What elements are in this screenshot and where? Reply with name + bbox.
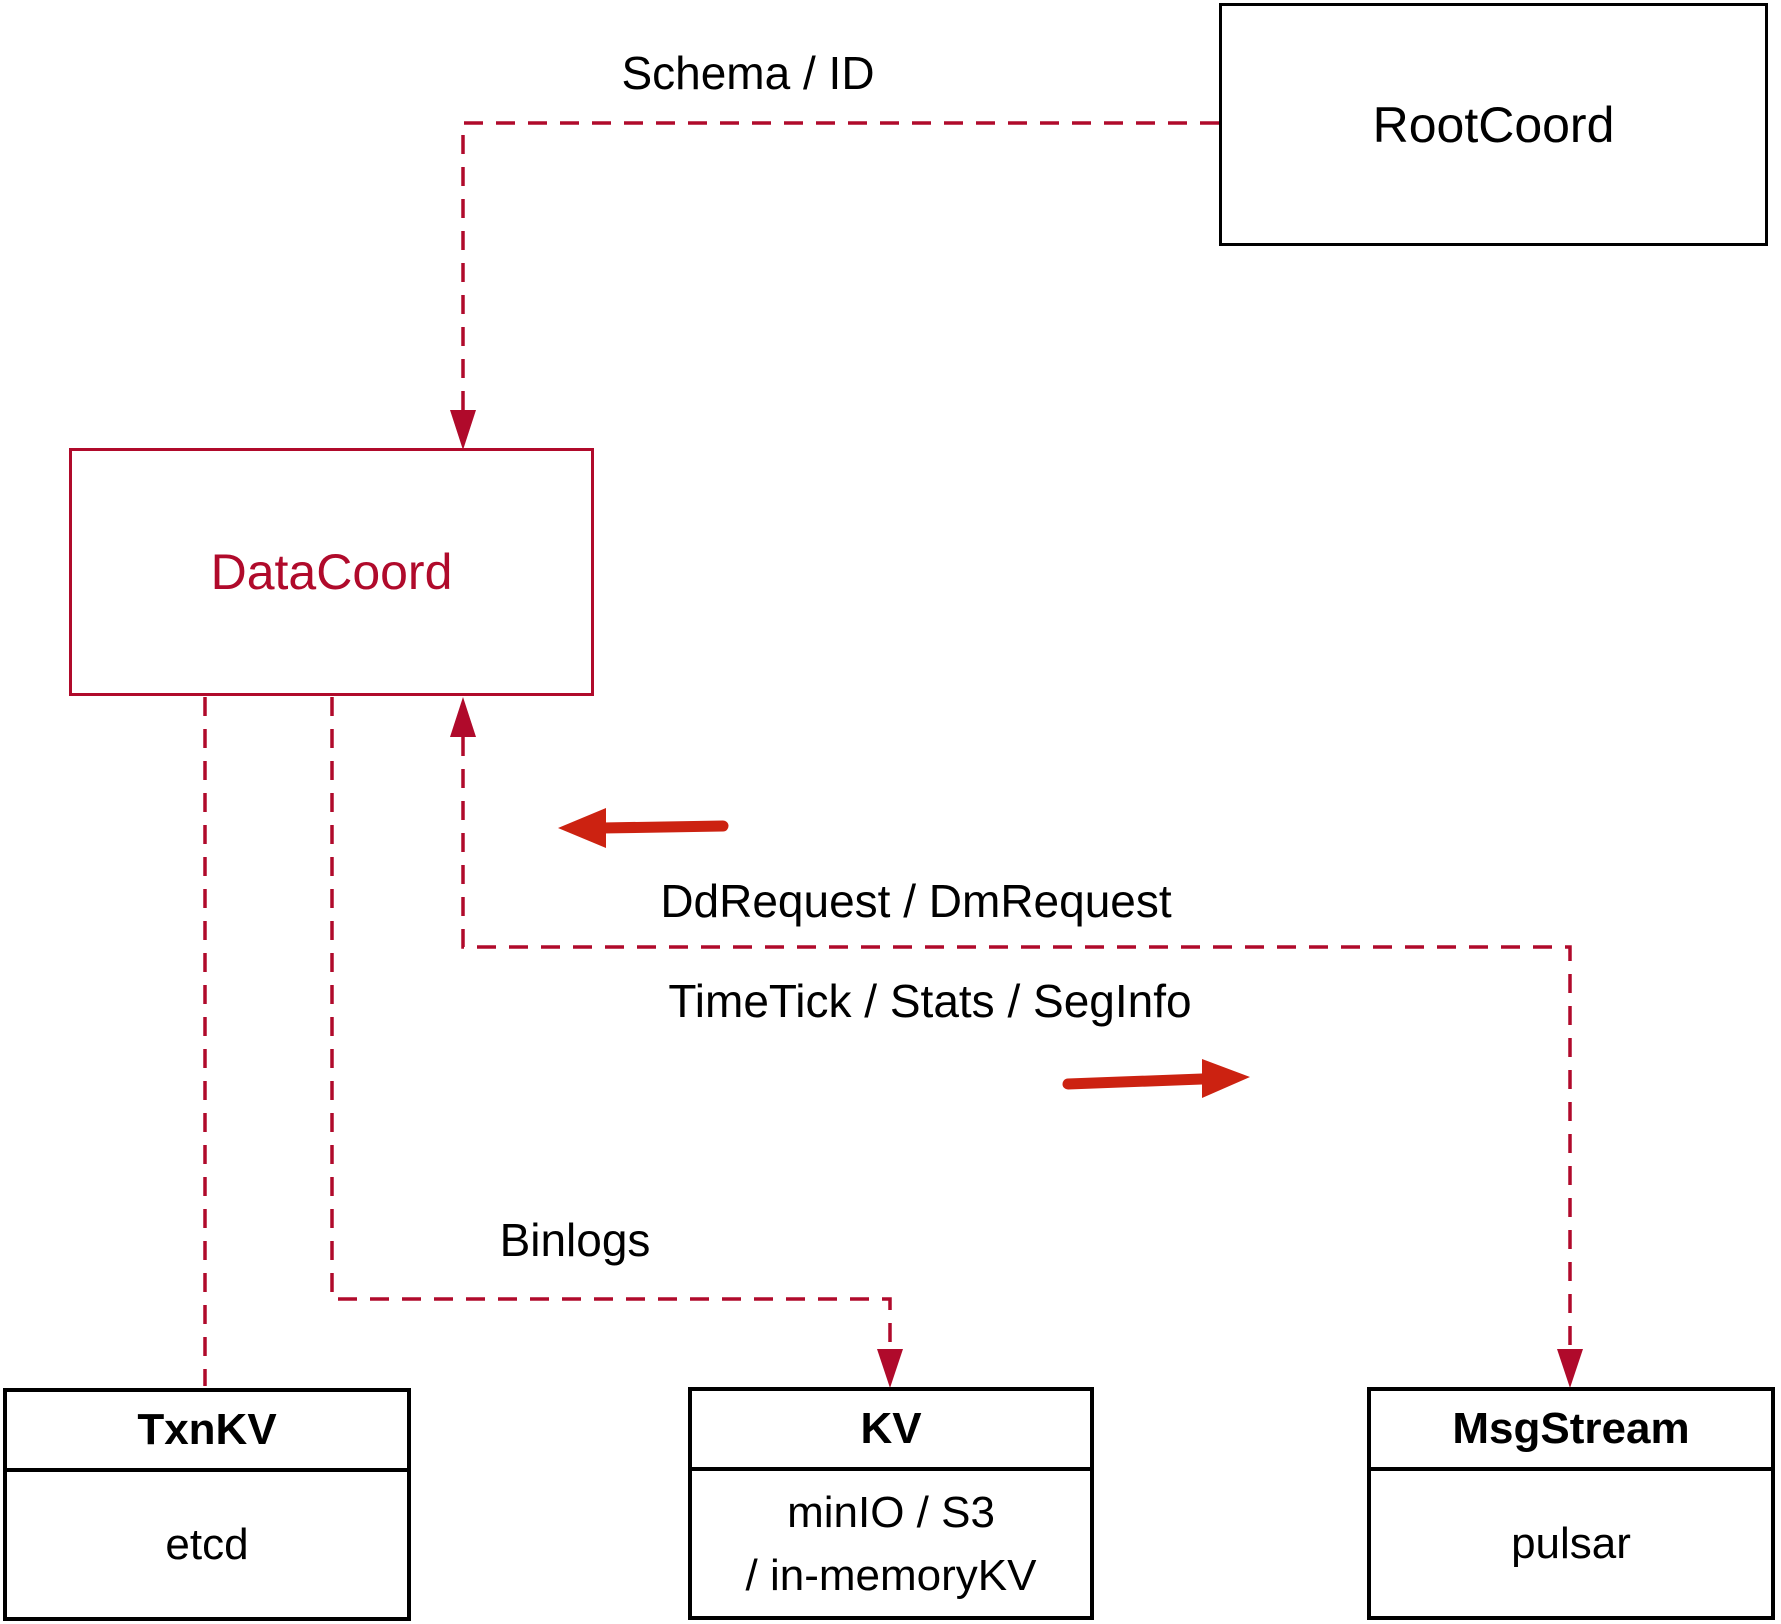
txnkv-title: TxnKV <box>7 1392 407 1472</box>
edge-schema-id-line <box>461 121 1219 410</box>
txnkv-body: etcd <box>165 1520 249 1569</box>
node-msgstream: MsgStream pulsar <box>1367 1387 1775 1620</box>
rootcoord-label: RootCoord <box>1372 96 1615 153</box>
node-datacoord: DataCoord <box>69 448 594 696</box>
kv-body-line2: / in-memoryKV <box>745 1550 1037 1600</box>
edge-binlogs-arrowhead <box>877 1349 903 1388</box>
edge-msgstream-arrowhead-down <box>1557 1349 1583 1388</box>
edge-schema-id-arrowhead <box>450 410 476 450</box>
edge-label-dd-request: DdRequest / DmRequest <box>660 875 1172 927</box>
edge-msgstream-line <box>461 737 1572 1349</box>
edge-msgstream-arrowhead-up <box>450 697 476 737</box>
kv-body-line1: minIO / S3 <box>787 1487 995 1537</box>
node-txnkv: TxnKV etcd <box>3 1388 411 1621</box>
kv-body: minIO / S3 / in-memoryKV <box>692 1471 1090 1616</box>
datacoord-label: DataCoord <box>210 544 453 600</box>
msgstream-body: pulsar <box>1511 1519 1631 1568</box>
edge-label-binlogs: Binlogs <box>499 1214 651 1266</box>
node-kv: KV minIO / S3 / in-memoryKV <box>688 1387 1094 1620</box>
edge-label-schema-id: Schema / ID <box>621 47 875 99</box>
edge-binlogs-line <box>330 697 892 1349</box>
kv-title: KV <box>692 1391 1090 1471</box>
edge-label-time-tick: TimeTick / Stats / SegInfo <box>668 975 1192 1027</box>
dd-request-direction-arrow <box>558 808 729 848</box>
node-rootcoord: RootCoord <box>1219 3 1768 246</box>
time-tick-direction-arrow <box>1062 1059 1250 1098</box>
msgstream-title: MsgStream <box>1371 1391 1771 1471</box>
